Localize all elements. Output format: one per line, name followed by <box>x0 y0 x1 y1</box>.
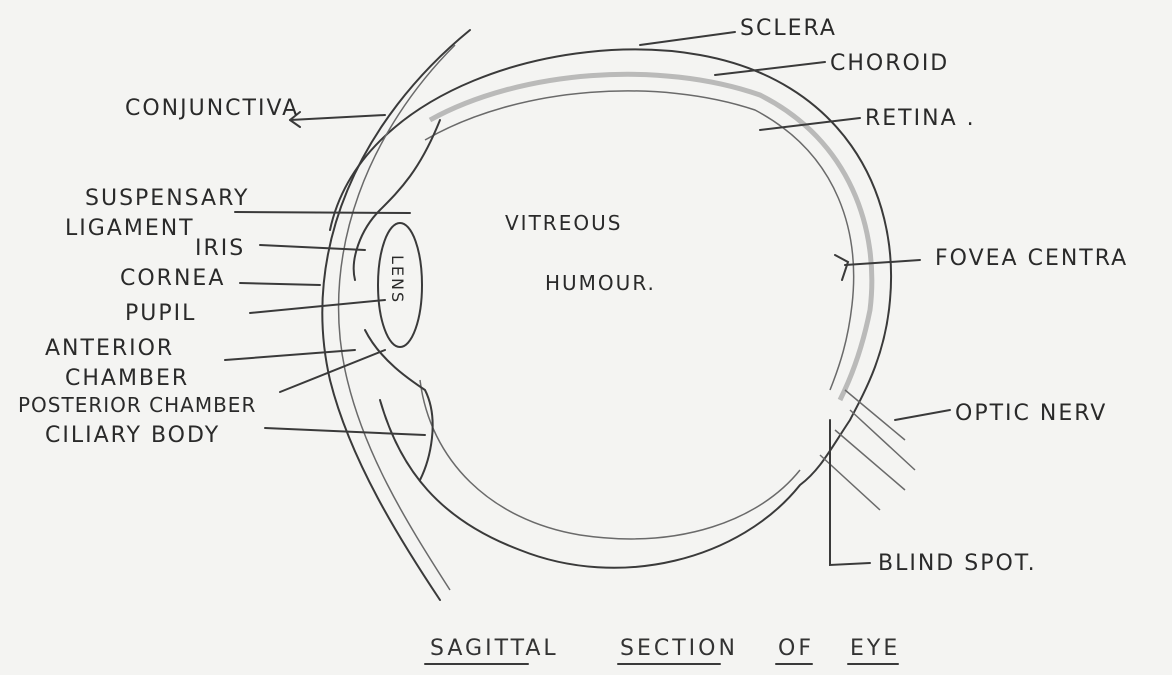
posterior-chamber-label: POSTERIOR CHAMBER <box>18 393 256 417</box>
leader-lines <box>225 32 950 565</box>
conjunctiva-label: CONJUNCTIVA <box>125 96 299 121</box>
pupil-leader <box>250 300 385 313</box>
inner-wall-lower <box>420 380 800 539</box>
fovea-leader <box>845 260 920 265</box>
retina-outline <box>425 91 854 390</box>
suspensory-label-line-2: LIGAMENT <box>65 216 195 241</box>
sclera-leader <box>640 32 735 45</box>
ciliary-body-label: CILIARY BODY <box>45 423 220 448</box>
lens-label: LENS <box>388 255 407 304</box>
humour-label: HUMOUR. <box>545 271 656 295</box>
optic-nerve <box>820 390 915 510</box>
iris-leader <box>260 245 365 250</box>
anterior-chamber-label-line-2: CHAMBER <box>65 366 189 391</box>
cornea-outline <box>322 30 470 600</box>
optic-leader <box>895 410 950 420</box>
choroid-leader <box>715 62 825 75</box>
fovea-centralis-label: FOVEA CENTRA <box>935 246 1128 271</box>
retina-label: RETINA . <box>865 106 976 131</box>
suspensory-leader <box>235 212 410 213</box>
title-word-3: OF <box>778 636 814 661</box>
title-word-2: SECTION <box>620 636 738 661</box>
choroid-outline <box>430 74 872 400</box>
optic-nerve-label: OPTIC NERV <box>955 401 1107 426</box>
iris-label: IRIS <box>195 236 245 261</box>
anterior-leader <box>225 350 355 360</box>
title-word-1: SAGITTAL <box>430 636 559 661</box>
suspensory-label-line-1: SUSPENSARY <box>85 186 249 211</box>
anterior-chamber-label-line-1: ANTERIOR <box>45 336 174 361</box>
cornea-leader <box>240 283 320 285</box>
title-word-4: EYE <box>850 636 900 661</box>
sclera-label: SCLERA <box>740 16 837 41</box>
blind-spot-label: BLIND SPOT. <box>878 551 1037 576</box>
vitreous-label: VITREOUS <box>505 211 622 235</box>
pupil-label: PUPIL <box>125 301 196 326</box>
fovea-mark <box>835 255 848 280</box>
choroid-label: CHOROID <box>830 51 949 76</box>
cornea-label: CORNEA <box>120 266 225 291</box>
conjunctiva-leader <box>290 115 385 120</box>
